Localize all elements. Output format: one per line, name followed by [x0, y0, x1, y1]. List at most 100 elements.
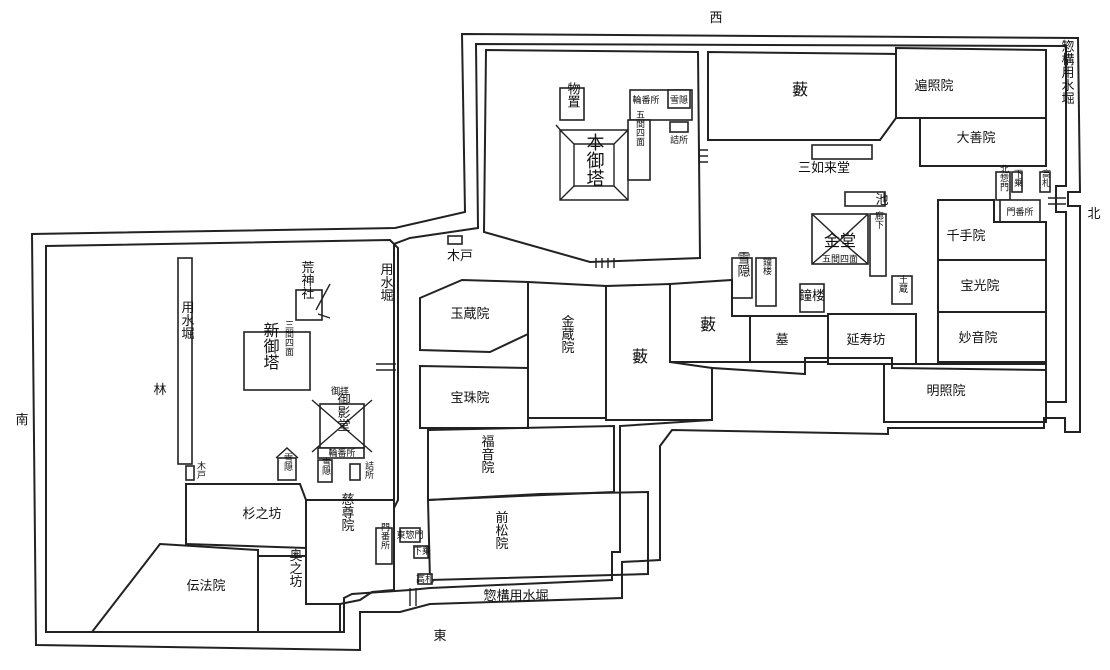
rinban-mid-box — [317, 447, 365, 459]
yosuibori-mid-label: 用水堀 — [378, 263, 394, 302]
sugi-nobo-label: 杉之坊 — [242, 507, 281, 522]
gesha-label: 下乗 — [1012, 169, 1023, 188]
compass-north: 北 — [1087, 207, 1100, 222]
takafuda-south-label: 高札 — [416, 573, 434, 585]
butsuya-label: 物置 — [565, 82, 581, 108]
hongoto-corner-spike — [555, 124, 633, 133]
haka-plot — [749, 315, 829, 363]
dozo-label: 土蔵 — [897, 274, 908, 294]
takafuda-south-box — [417, 573, 433, 585]
shingoto-box — [243, 331, 311, 391]
sanjo-raido-label: 三如来堂 — [798, 160, 850, 176]
bridge-lines-mid — [376, 363, 396, 371]
compass-west: 西 — [709, 11, 722, 26]
kindo-roof — [811, 213, 869, 265]
tsumesho-top-label: 詰所 — [670, 134, 688, 146]
setsuin-top-box — [667, 89, 691, 109]
zenshoin-label: 前松院 — [493, 510, 509, 550]
tsumesho-top-box — [669, 121, 689, 133]
myoonin-label: 妙音院 — [958, 330, 997, 346]
yabu-right-label: 藪 — [700, 315, 716, 334]
rouka-box — [869, 213, 887, 277]
shingoto-label: 新御塔 — [261, 322, 280, 370]
gesha-south-box — [413, 545, 429, 559]
kido-left-box — [185, 465, 195, 481]
mieido-label: 御影堂 — [335, 393, 351, 432]
soukamae-south-label: 惣構用水堀 — [483, 589, 548, 604]
oku-nobo-plot — [257, 555, 341, 633]
arakamisha-label: 荒神社 — [299, 261, 315, 300]
mieido-roof — [311, 399, 373, 453]
monban-south-box — [375, 527, 393, 565]
monban-north-label: 門番所 — [1006, 206, 1033, 218]
shoro-label: 鐘楼 — [799, 288, 825, 304]
jisonin-label: 慈尊院 — [339, 493, 355, 532]
senjuin-label: 千手院 — [946, 229, 985, 244]
yabu-center-plot — [605, 282, 713, 421]
konzoin-label: 金蔵院 — [559, 314, 575, 354]
rinban-top-label: 輪番所 — [632, 94, 659, 106]
goken-top-box — [627, 119, 651, 181]
north-gate-lines — [1048, 197, 1066, 205]
myoonin-plot — [937, 311, 1047, 363]
henshoin-label: 遍照院 — [914, 78, 953, 94]
ike-box — [844, 191, 886, 207]
hongoto-roof-inner — [559, 129, 629, 201]
sanken-label: 三間四面 — [283, 320, 294, 357]
sanjo-raido-box — [811, 144, 873, 160]
haka-label: 墓 — [775, 333, 788, 348]
oku-nobo-label: 奥之坊 — [287, 549, 303, 589]
setsuin-left-roof — [275, 447, 299, 459]
kido-mid-label: 木戸 — [447, 249, 473, 264]
hongoto-label: 本御塔 — [584, 133, 605, 187]
gesha-south-label: 下乗 — [413, 545, 431, 557]
hongoto-gate-lines — [595, 258, 615, 268]
path-ticks-left — [698, 149, 708, 163]
myoshoin-plot — [883, 363, 1047, 423]
setsuin-left2-label: 雪隠 — [320, 457, 331, 476]
arakamisha-roof — [315, 283, 331, 319]
zenshoin-plot — [426, 490, 649, 582]
kitasomon-label: 北惣門 — [998, 164, 1009, 192]
goken-kindo-label: 五間四面 — [822, 254, 858, 265]
arakamisha-box — [295, 289, 323, 321]
yabu-center-label: 藪 — [632, 347, 648, 366]
denpoin-plot — [89, 542, 259, 633]
fukuonin-plot — [427, 424, 615, 502]
monban-south-label: 門番所 — [379, 522, 390, 550]
kindo-label: 金堂 — [824, 231, 856, 250]
setsuin-top-label: 雪隠 — [670, 94, 688, 106]
tsumesho-left-label: 詰所 — [363, 460, 374, 480]
butsuya-box — [559, 87, 585, 121]
setsuin-left2-box — [317, 459, 333, 483]
yabu-top-plot — [707, 50, 897, 141]
hokoin-label: 宝光院 — [960, 279, 999, 294]
rouka-label: 廊下 — [873, 210, 884, 230]
ike-label: 池 — [875, 193, 888, 208]
gesha-box — [1011, 171, 1023, 193]
fukuonin-label: 福音院 — [479, 435, 495, 474]
setsuin-mid-box — [731, 257, 753, 299]
yosuibori-left-label: 用水堀 — [179, 301, 195, 340]
shuyoza-box — [755, 257, 777, 307]
south-gate-lines — [409, 588, 417, 606]
setsuin-left-label: 雪隠 — [282, 453, 293, 472]
daizenin-plot — [919, 117, 1047, 167]
hongoto-compound — [482, 48, 702, 264]
kido-mid-box — [447, 235, 463, 245]
higashisomon-label: 東惣門 — [396, 529, 423, 541]
hojuin-label: 宝珠院 — [450, 391, 489, 406]
outer-moat-wall — [30, 32, 1082, 652]
myoshoin-label: 明照院 — [926, 384, 965, 399]
rinban-mid-label: 輪番所 — [328, 447, 355, 459]
tsumesho-left-box — [349, 463, 361, 481]
gohai-label: 御拝 — [331, 385, 349, 397]
shuyoza-label: 鐘楼 — [761, 256, 772, 276]
hayashi-label: 林 — [153, 383, 166, 398]
enjubo-label: 延寿坊 — [846, 333, 885, 348]
inner-moat-wall — [45, 42, 1067, 633]
dozo-box — [891, 275, 913, 305]
higashisomon-box — [399, 527, 421, 543]
compass-east: 東 — [433, 628, 446, 644]
